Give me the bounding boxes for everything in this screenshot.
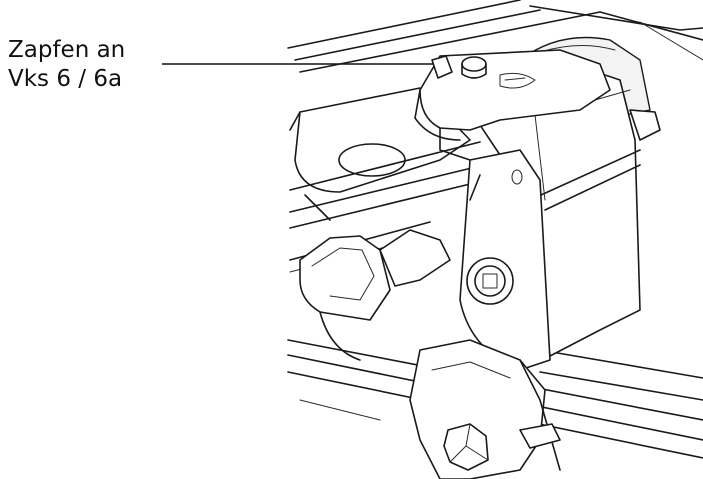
small-tab bbox=[431, 55, 453, 79]
pin-zapfen bbox=[461, 56, 487, 79]
left-bracket bbox=[299, 229, 451, 361]
hex-bolt bbox=[443, 423, 489, 471]
leader-arrow bbox=[162, 59, 462, 69]
link-plate bbox=[459, 149, 551, 371]
upper-rail bbox=[287, 0, 703, 73]
callout-label: Zapfen an Vks 6 / 6a bbox=[8, 36, 125, 94]
callout-label-line-1: Zapfen an bbox=[8, 37, 126, 63]
callout-label-line-2: Vks 6 / 6a bbox=[8, 66, 123, 92]
